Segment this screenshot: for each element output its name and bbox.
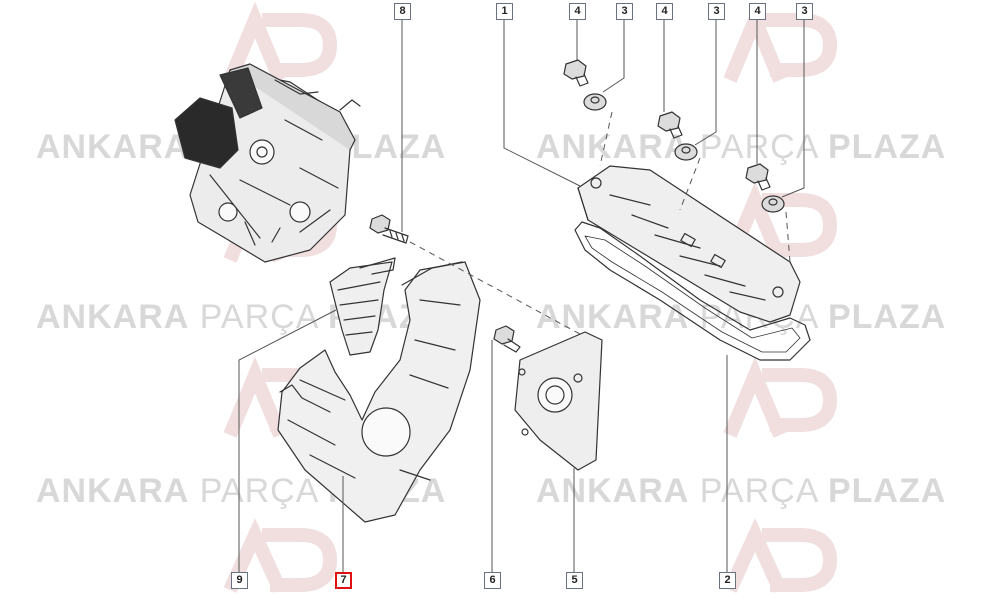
part-9-upper-cover	[329, 257, 396, 356]
part-8-bolt	[369, 214, 409, 244]
callout-4: 4	[656, 3, 673, 20]
part-6-bolt	[493, 325, 521, 353]
callout-7-highlighted: 7	[335, 572, 352, 589]
part-7-timing-cover	[277, 261, 481, 523]
callout-6: 6	[484, 572, 501, 589]
watermark-text: ANKARA PARÇA PLAZA	[536, 128, 947, 166]
callout-4: 4	[749, 3, 766, 20]
callout-4: 4	[569, 3, 586, 20]
part-1-valve-cover	[577, 165, 801, 323]
part-5-timing-plate	[514, 331, 603, 471]
watermark-text: ANKARA PARÇA PLAZA	[536, 472, 947, 510]
callout-3: 3	[708, 3, 725, 20]
dashed-guides	[409, 111, 791, 335]
callout-3: 3	[796, 3, 813, 20]
leader-lines	[238, 19, 805, 572]
callout-1: 1	[496, 3, 513, 20]
part-2-gasket	[574, 221, 811, 361]
callout-3: 3	[616, 3, 633, 20]
callout-5: 5	[566, 572, 583, 589]
callout-2: 2	[719, 572, 736, 589]
callout-9: 9	[231, 572, 248, 589]
part-3-washers	[583, 93, 785, 213]
engine-assembly	[174, 63, 361, 263]
part-4-bolts	[563, 59, 771, 191]
callout-8: 8	[394, 3, 411, 20]
